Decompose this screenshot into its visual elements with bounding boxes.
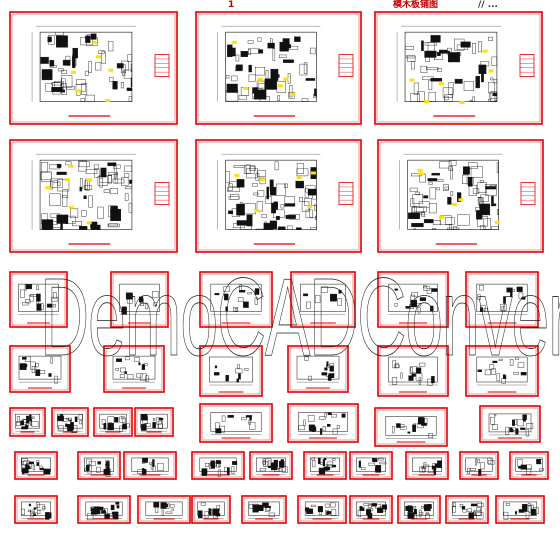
drawing-sheet-39 xyxy=(137,495,191,524)
drawing-sheet-41 xyxy=(241,495,287,524)
header-right-marks: // ... xyxy=(478,0,498,10)
drawing-sheet-17 xyxy=(377,345,449,397)
drawing-sheet-35 xyxy=(459,451,499,480)
drawing-sheet-19 xyxy=(9,407,46,437)
drawing-sheet-42 xyxy=(297,495,347,524)
drawing-sheet-46 xyxy=(495,495,545,524)
drawing-sheet-37 xyxy=(14,495,58,524)
drawing-sheet-32 xyxy=(303,451,347,480)
drawing-sheet-28 xyxy=(77,451,121,480)
drawing-sheet-15 xyxy=(199,345,263,397)
drawing-sheet-26 xyxy=(479,405,541,443)
drawing-sheet-43 xyxy=(349,495,393,524)
drawing-sheet-14 xyxy=(103,345,165,393)
drawing-sheet-29 xyxy=(123,451,177,480)
drawing-sheet-45 xyxy=(445,495,489,524)
drawing-sheet-23 xyxy=(199,403,273,443)
drawing-sheet-36 xyxy=(509,451,549,480)
drawing-sheet-38 xyxy=(77,495,131,524)
drawing-sheet-30 xyxy=(191,451,245,480)
drawing-sheet-34 xyxy=(405,451,449,480)
drawing-sheet-2 xyxy=(195,11,362,125)
drawing-sheet-11 xyxy=(377,271,449,328)
drawing-sheet-3 xyxy=(374,11,543,125)
drawing-sheet-8 xyxy=(110,271,169,328)
drawing-sheet-25 xyxy=(374,407,448,447)
drawing-sheet-12 xyxy=(465,271,539,328)
drawing-sheet-33 xyxy=(349,451,393,480)
drawing-sheet-4 xyxy=(9,139,178,253)
drawing-sheet-44 xyxy=(397,495,441,524)
drawing-sheet-5 xyxy=(195,139,362,253)
drawing-sheet-18 xyxy=(465,345,539,397)
drawing-sheet-16 xyxy=(287,345,349,393)
drawing-sheet-21 xyxy=(93,407,133,437)
drawing-sheet-9 xyxy=(199,271,273,328)
drawing-sheet-40 xyxy=(191,495,231,524)
drawing-sheet-24 xyxy=(287,403,359,443)
drawing-sheet-7 xyxy=(9,271,68,328)
drawing-sheet-20 xyxy=(51,407,89,437)
drawing-sheet-1 xyxy=(9,11,178,125)
drawing-sheet-22 xyxy=(134,407,174,437)
drawing-sheet-6 xyxy=(377,139,544,253)
drawing-sheet-10 xyxy=(290,271,356,328)
drawing-sheet-27 xyxy=(14,451,58,480)
header-left-mark: 1 xyxy=(228,0,235,10)
drawing-sheet-31 xyxy=(249,451,293,480)
drawing-sheet-13 xyxy=(9,345,71,393)
header-right-title: 模木板铺图 xyxy=(393,0,439,10)
